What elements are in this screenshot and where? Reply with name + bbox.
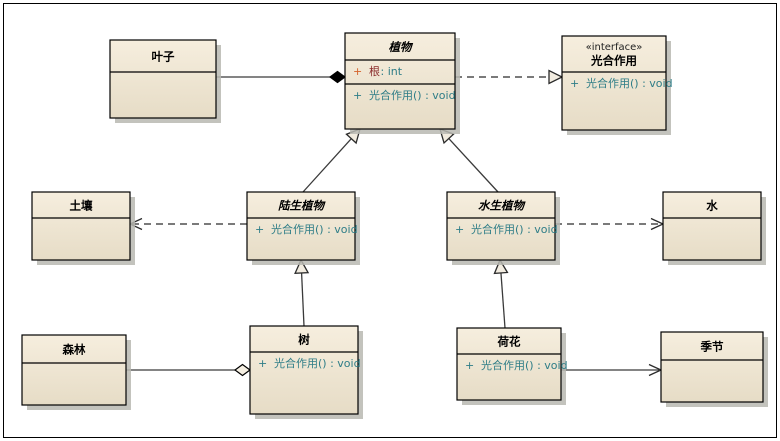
class-body bbox=[660, 331, 764, 403]
class-node-season[interactable]: 季节 bbox=[660, 331, 768, 407]
class-body bbox=[344, 32, 456, 130]
operation-signature: 光合作用() : void bbox=[586, 76, 673, 90]
relation-association[interactable] bbox=[561, 363, 663, 377]
attribute-name: 根 bbox=[369, 64, 380, 78]
operation-visibility: + bbox=[353, 89, 362, 102]
class-name: 陆生植物 bbox=[278, 199, 326, 213]
attribute-type: : int bbox=[381, 65, 403, 78]
relation-aggregation[interactable] bbox=[126, 363, 252, 377]
class-body bbox=[446, 191, 556, 261]
class-body bbox=[246, 191, 356, 261]
operation-signature: 光合作用() : void bbox=[369, 88, 456, 102]
relation-generalization[interactable] bbox=[493, 258, 509, 329]
class-node-lotus[interactable]: 荷花 + 光合作用() : void bbox=[456, 327, 568, 405]
class-body bbox=[561, 35, 667, 131]
class-node-forest[interactable]: 森林 bbox=[21, 334, 131, 410]
class-node-water[interactable]: 水 bbox=[662, 191, 766, 265]
class-name: 季节 bbox=[700, 340, 724, 354]
class-node-land-plant[interactable]: 陆生植物 + 光合作用() : void bbox=[246, 191, 360, 265]
operation-visibility: + bbox=[455, 223, 464, 236]
relations-layer bbox=[126, 69, 665, 377]
operation-visibility: + bbox=[258, 357, 267, 370]
operation-visibility: + bbox=[570, 77, 579, 90]
class-body bbox=[662, 191, 762, 261]
class-node-plant[interactable]: 植物 + 根: int + 光合作用() : void bbox=[344, 32, 460, 134]
attribute-visibility: + bbox=[353, 65, 362, 78]
relation-generalization[interactable] bbox=[439, 127, 499, 193]
operation-signature: 光合作用() : void bbox=[481, 358, 568, 372]
class-node-water-plant[interactable]: 水生植物 + 光合作用() : void bbox=[446, 191, 560, 265]
class-node-soil[interactable]: 土壤 bbox=[31, 191, 135, 265]
class-name: 土壤 bbox=[70, 199, 93, 213]
class-name: 荷花 bbox=[497, 335, 521, 349]
class-name: 叶子 bbox=[152, 50, 175, 64]
class-name: 树 bbox=[298, 333, 310, 347]
class-stereotype: «interface» bbox=[586, 42, 643, 53]
class-body bbox=[249, 325, 359, 415]
class-body bbox=[109, 39, 217, 119]
class-body bbox=[21, 334, 127, 406]
relation-dependency[interactable] bbox=[128, 217, 247, 231]
class-body bbox=[456, 327, 562, 401]
operation-signature: 光合作用() : void bbox=[471, 222, 558, 236]
class-name: 水生植物 bbox=[478, 199, 526, 213]
class-node-photosynthesis[interactable]: «interface»光合作用 + 光合作用() : void bbox=[561, 35, 673, 135]
class-name: 水 bbox=[706, 199, 718, 213]
relation-dependency[interactable] bbox=[555, 217, 665, 231]
class-name: 植物 bbox=[389, 40, 414, 54]
relation-generalization[interactable] bbox=[294, 258, 310, 327]
operation-visibility: + bbox=[465, 359, 474, 372]
relation-realization[interactable] bbox=[455, 69, 564, 85]
operation-visibility: + bbox=[255, 223, 264, 236]
class-node-tree[interactable]: 树 + 光合作用() : void bbox=[249, 325, 363, 419]
class-node-leaf[interactable]: 叶子 bbox=[109, 39, 221, 123]
class-body bbox=[31, 191, 131, 261]
relation-generalization[interactable] bbox=[302, 127, 361, 193]
operation-signature: 光合作用() : void bbox=[274, 356, 361, 370]
class-name: 森林 bbox=[63, 343, 86, 357]
diagram-frame bbox=[3, 3, 777, 438]
relation-composition[interactable] bbox=[216, 70, 347, 84]
class-name: 光合作用 bbox=[590, 54, 637, 68]
operation-signature: 光合作用() : void bbox=[271, 222, 358, 236]
